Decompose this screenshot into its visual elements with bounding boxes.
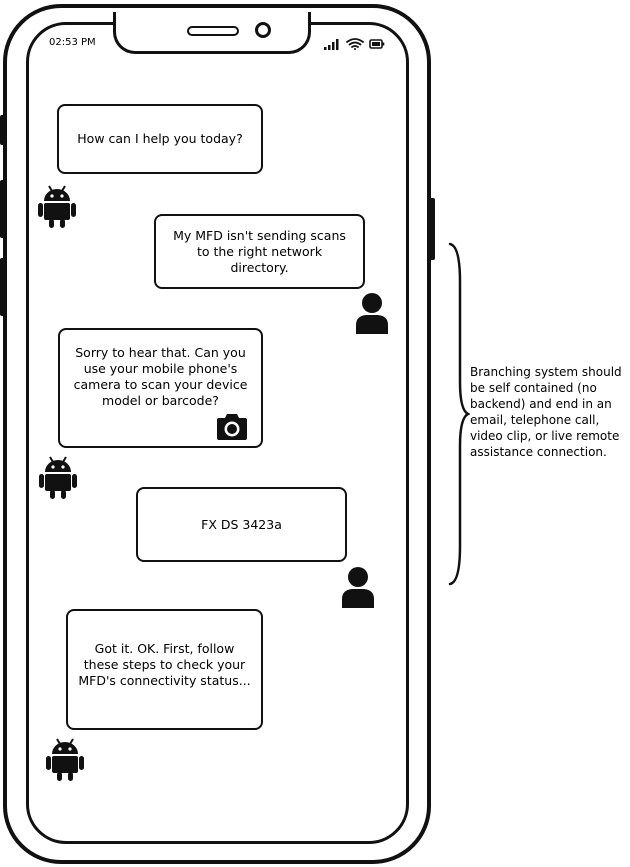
side-button-left-top: [0, 115, 5, 145]
phone-notch: [113, 12, 311, 54]
side-button-right: [429, 198, 435, 260]
chat-bubble-user: FX DS 3423a: [136, 487, 347, 562]
chat-bubble-bot: How can I help you today?: [57, 104, 263, 174]
user-icon: [356, 293, 388, 334]
side-button-left-mid: [0, 180, 5, 238]
message-text: How can I help you today?: [77, 131, 243, 146]
annotation-note: Branching system should be self containe…: [470, 365, 622, 459]
message-text: My MFD isn't sending scans to the right …: [173, 227, 346, 275]
side-button-left-low: [0, 258, 5, 316]
android-icon: [39, 456, 77, 499]
camera-icon[interactable]: [215, 413, 249, 441]
user-icon: [342, 567, 374, 608]
wifi-icon: [346, 38, 364, 50]
front-camera: [255, 22, 271, 38]
android-icon: [46, 738, 84, 781]
message-text: FX DS 3423a: [201, 516, 282, 532]
chat-bubble-bot: Got it. OK. First, follow these steps to…: [66, 609, 263, 730]
chat-bubble-user: My MFD isn't sending scans to the right …: [154, 214, 365, 289]
battery-icon: [369, 39, 385, 49]
message-text: Got it. OK. First, follow these steps to…: [78, 640, 251, 688]
signal-icon: [324, 39, 339, 50]
message-text: Sorry to hear that. Can you use your mob…: [73, 345, 248, 408]
status-icons: [324, 38, 385, 50]
android-icon: [38, 185, 76, 228]
status-time: 02:53 PM: [49, 37, 96, 48]
speaker-grille: [187, 26, 239, 36]
annotation-brace: [448, 242, 470, 586]
